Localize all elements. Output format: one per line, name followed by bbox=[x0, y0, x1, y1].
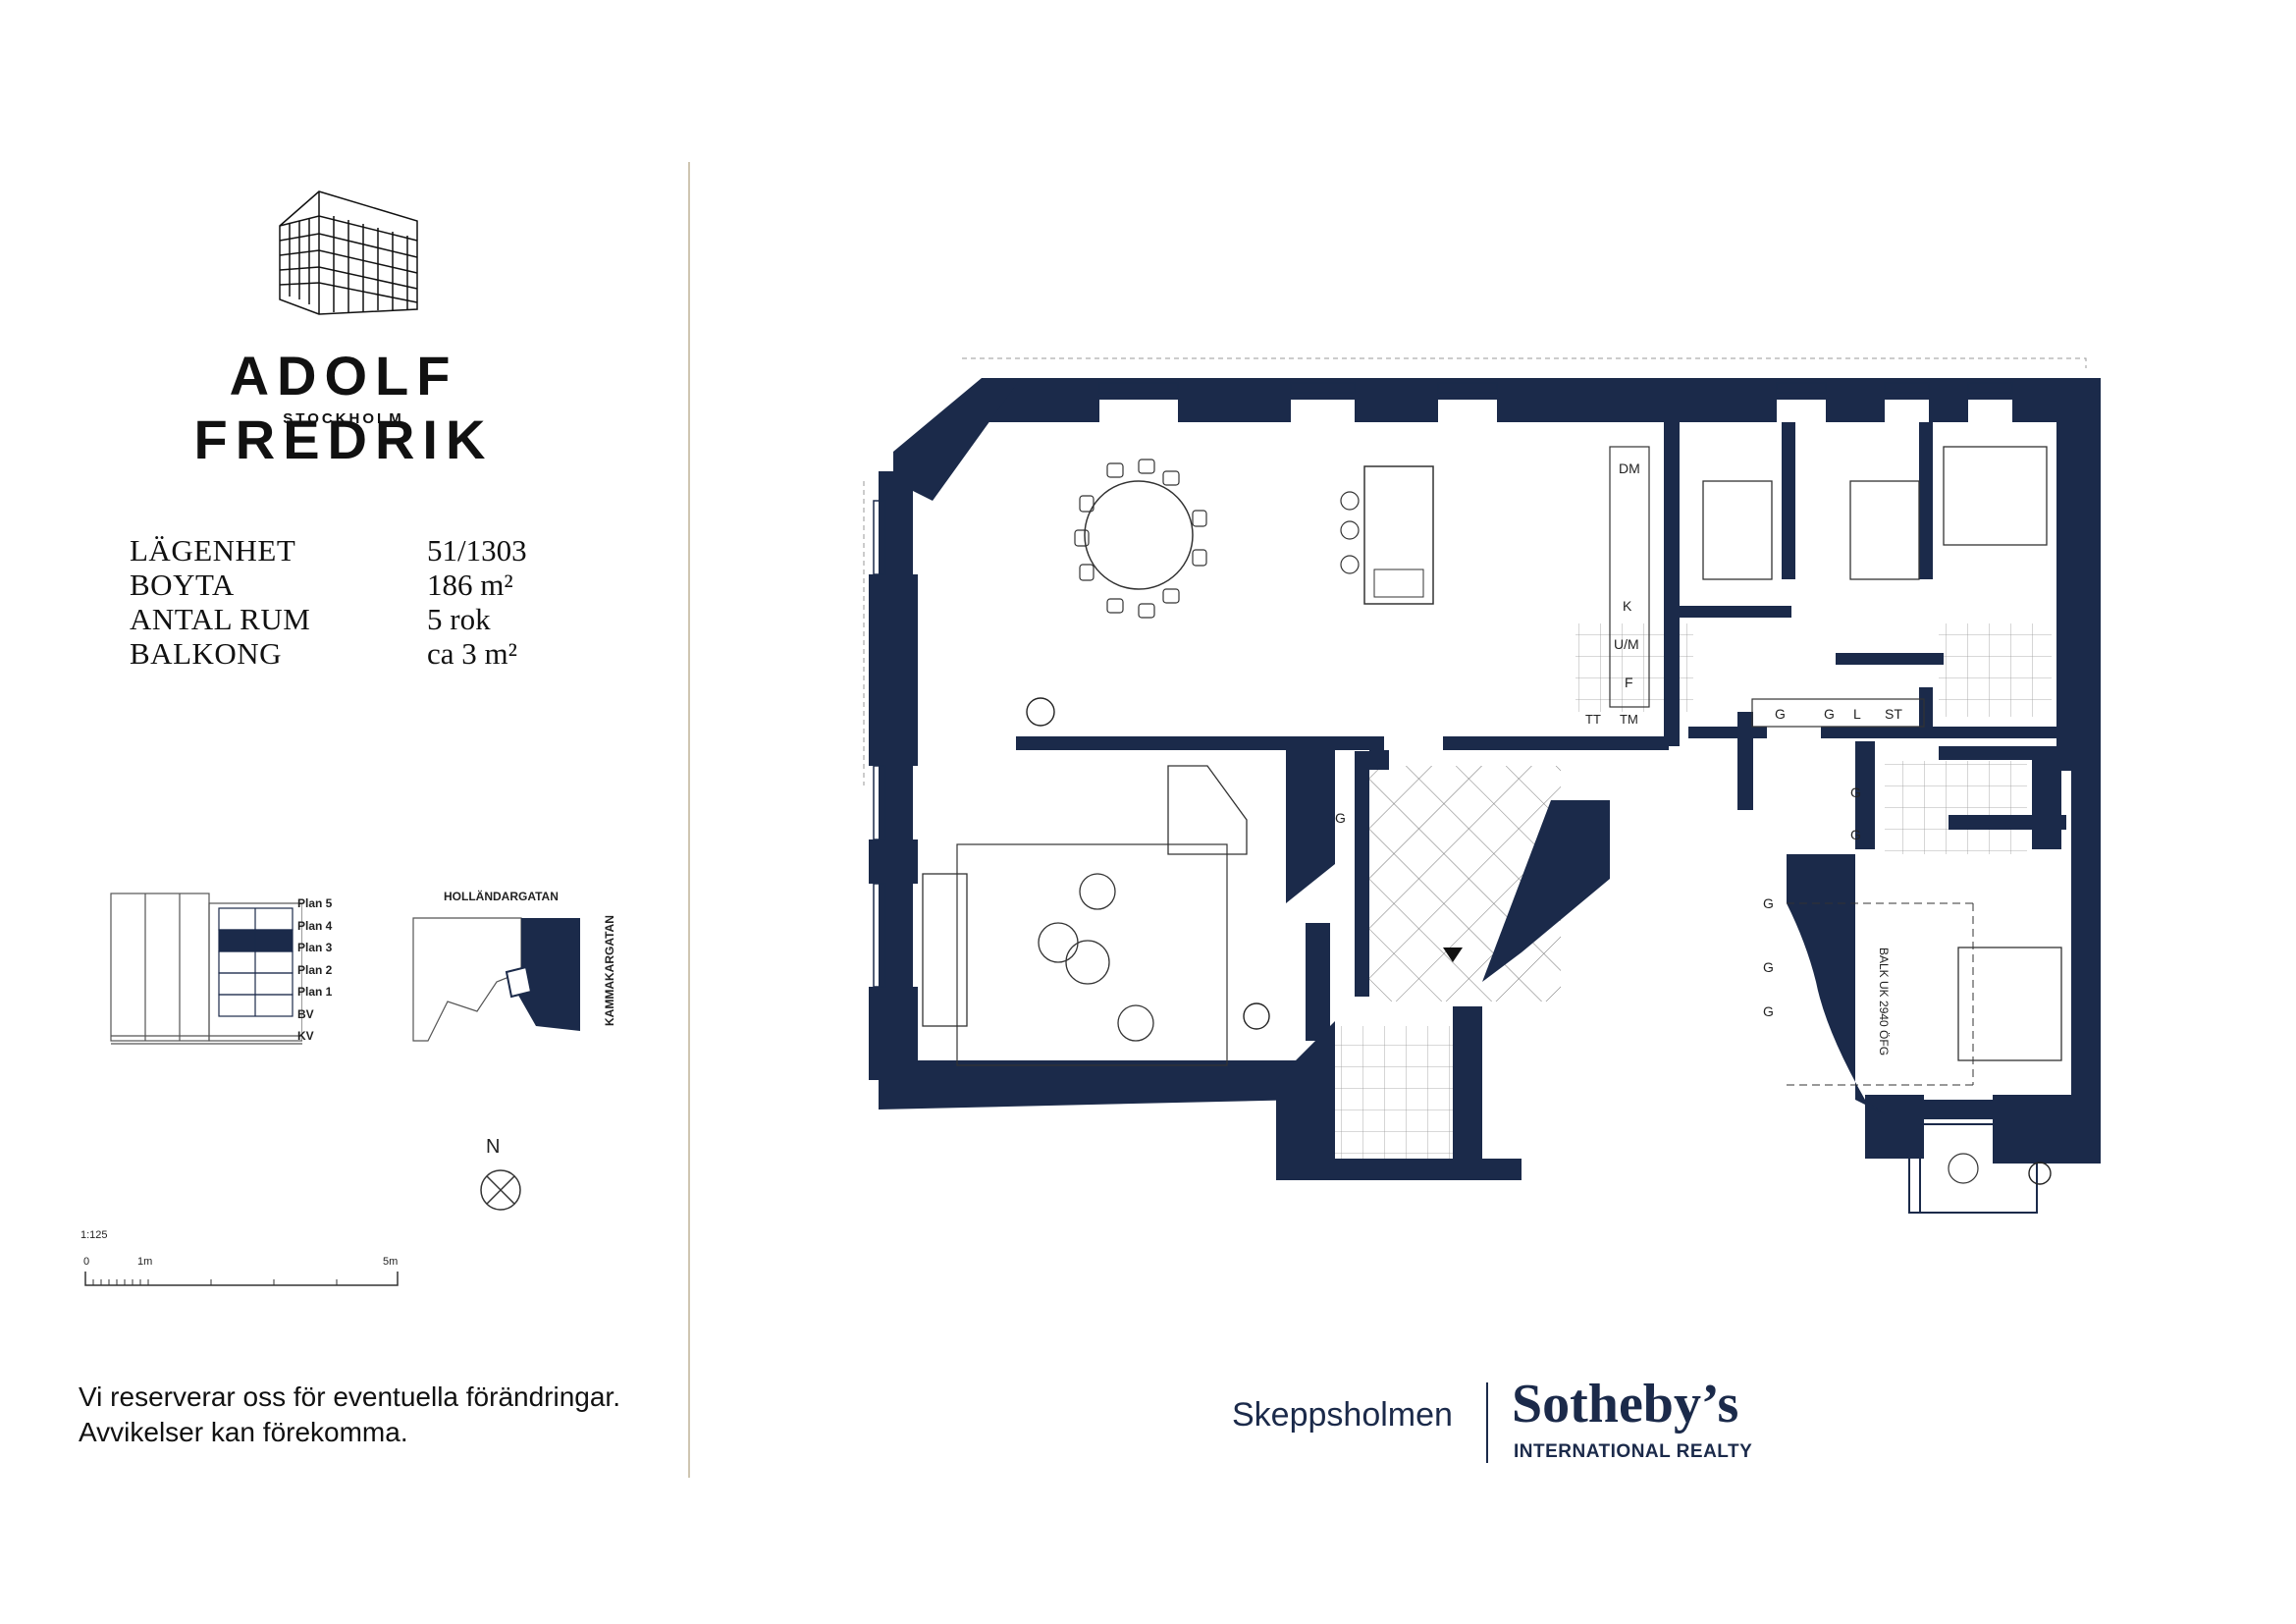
dining-chairs-icon bbox=[1074, 459, 1207, 619]
sofa-icon bbox=[922, 873, 968, 1027]
laundry-label-tt: TT bbox=[1585, 712, 1601, 727]
plant-icon bbox=[1026, 697, 2052, 1185]
spec-label-rooms: ANTAL RUM bbox=[130, 602, 311, 636]
spec-label-area: BOYTA bbox=[130, 568, 235, 602]
scale-tick-1: 1m bbox=[137, 1256, 153, 1268]
beds-icon bbox=[1702, 446, 2062, 1061]
spec-value-area: 186 m² bbox=[427, 568, 513, 602]
floor-label: BV bbox=[297, 1006, 314, 1021]
site-plan bbox=[412, 917, 580, 1042]
balcony bbox=[1908, 1123, 2038, 1214]
disclaimer-line-1: Vi reserverar oss för eventuella förändr… bbox=[79, 1381, 620, 1412]
cabinet-label-dm: DM bbox=[1619, 460, 1640, 476]
cabinet-label-k: K bbox=[1623, 598, 1632, 614]
storage-label: ST bbox=[1885, 706, 1902, 722]
kitchen-island bbox=[1363, 465, 1434, 605]
scale-tick-5: 5m bbox=[383, 1256, 399, 1268]
scale-tick-0: 0 bbox=[83, 1256, 90, 1268]
closet-label: G bbox=[1335, 810, 1346, 826]
spec-label-apartment: LÄGENHET bbox=[130, 533, 296, 568]
storage-label: L bbox=[1853, 706, 1861, 722]
piano-icon bbox=[1167, 765, 1248, 855]
storage-label: G bbox=[1775, 706, 1786, 722]
section-diagram bbox=[110, 893, 302, 1045]
scale-bar bbox=[84, 1272, 399, 1286]
brand-name: ADOLF FREDRIK bbox=[193, 345, 494, 470]
spec-labels: LÄGENHET BOYTA ANTAL RUM BALKONG bbox=[130, 533, 310, 671]
bar-stools-icon bbox=[1340, 491, 1360, 574]
floor-label: Plan 3 bbox=[297, 941, 333, 954]
floor-labels: Plan 5 Plan 4 Plan 3 Plan 2 Plan 1 BV KV bbox=[297, 893, 332, 1048]
floor-label: KV bbox=[297, 1029, 314, 1043]
cabinet-label-um: U/M bbox=[1614, 636, 1639, 652]
storage-label: G bbox=[1824, 706, 1835, 722]
cooktop-icon bbox=[1373, 568, 1424, 598]
balcony-table-icon bbox=[1948, 1153, 1979, 1184]
disclaimer-line-2: Avvikelser kan förekomma. bbox=[79, 1417, 408, 1447]
beam-line bbox=[1787, 902, 1974, 1086]
spec-values: 51/1303 186 m² 5 rok ca 3 m² bbox=[427, 533, 527, 671]
cabinet-label-f: F bbox=[1625, 675, 1633, 690]
closet-label: G bbox=[1763, 959, 1774, 975]
logo-divider bbox=[1486, 1382, 1488, 1463]
logo-international-realty: INTERNATIONAL REALTY bbox=[1514, 1441, 1753, 1462]
dining-table-icon bbox=[1084, 480, 1194, 590]
laundry-label-tm: TM bbox=[1620, 712, 1638, 727]
compass-label: N bbox=[486, 1136, 501, 1158]
rug bbox=[956, 843, 1228, 1066]
spec-label-balcony: BALKONG bbox=[130, 636, 283, 671]
kitchen-cabinets bbox=[1609, 446, 1650, 708]
closet-label: G bbox=[1850, 785, 1861, 800]
compass-icon bbox=[480, 1169, 521, 1211]
outline-dashed bbox=[962, 357, 2087, 368]
logo-sothebys: Sotheby’s bbox=[1512, 1374, 1739, 1435]
closet-label: G bbox=[1763, 1003, 1774, 1019]
disclaimer: Vi reserverar oss för eventuella förändr… bbox=[79, 1380, 620, 1450]
spec-value-rooms: 5 rok bbox=[427, 602, 491, 636]
floor-label: Plan 5 bbox=[297, 896, 333, 910]
closet-label: G bbox=[1763, 895, 1774, 911]
bath-main-tiles bbox=[1939, 623, 2052, 717]
entry-arrow-icon bbox=[1443, 947, 1463, 962]
street-label-right: KAMMAKARGATAN bbox=[603, 915, 616, 1026]
floor-label: Plan 1 bbox=[297, 985, 333, 999]
spec-value-apartment: 51/1303 bbox=[427, 533, 527, 568]
floor-label: Plan 2 bbox=[297, 962, 333, 977]
bath-small-tiles bbox=[1335, 1026, 1472, 1159]
scale-ratio: 1:125 bbox=[80, 1229, 108, 1241]
vertical-divider bbox=[688, 162, 690, 1478]
lounge-chairs-icon bbox=[1038, 873, 1154, 1042]
bath-mid-tiles bbox=[1885, 761, 2027, 854]
building-logo-icon bbox=[279, 190, 418, 315]
logo-skeppsholmen: Skeppsholmen bbox=[1232, 1396, 1453, 1434]
spec-value-balcony: ca 3 m² bbox=[427, 636, 517, 671]
street-label-top: HOLLÄNDARGATAN bbox=[444, 890, 559, 903]
windows bbox=[873, 382, 2013, 988]
hall-storage bbox=[1751, 698, 1925, 728]
floor-label: Plan 4 bbox=[297, 918, 333, 933]
floorplan: DM K U/M F TT TM G G L ST G G G G G G BA… bbox=[863, 357, 2101, 1214]
closet-label: G bbox=[1850, 827, 1861, 842]
beam-note: BALK UK 2940 ÖFG bbox=[1877, 947, 1891, 1056]
brand-city: STOCKHOLM bbox=[283, 410, 404, 427]
